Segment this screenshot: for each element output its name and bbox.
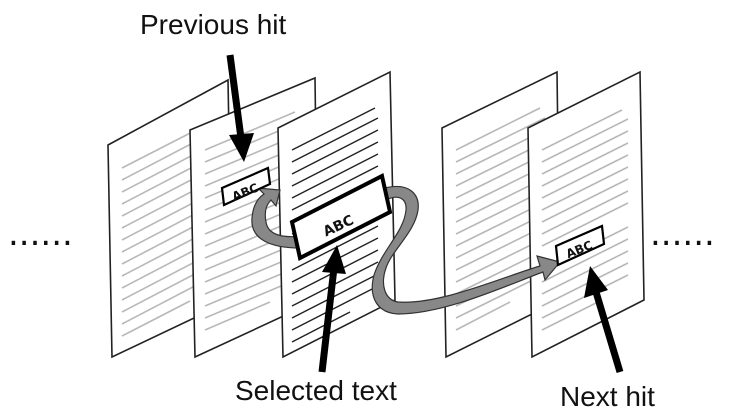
next-hit-box: ABC xyxy=(554,224,606,267)
left-ellipsis: ...... xyxy=(8,214,73,254)
right-ellipsis: ...... xyxy=(650,214,715,254)
arrow-to-next-hit xyxy=(371,186,562,315)
pointer-previous-hit xyxy=(226,54,254,162)
page-5-next-hit xyxy=(527,70,645,359)
label-selected-text: Selected text xyxy=(235,375,397,406)
pointer-next-hit xyxy=(584,266,624,374)
pointer-selected-text xyxy=(318,245,346,373)
navigation-arrows xyxy=(251,186,562,315)
arrow-to-previous-hit xyxy=(251,187,303,249)
label-next-hit: Next hit xyxy=(560,381,655,412)
label-previous-hit: Previous hit xyxy=(140,9,287,40)
